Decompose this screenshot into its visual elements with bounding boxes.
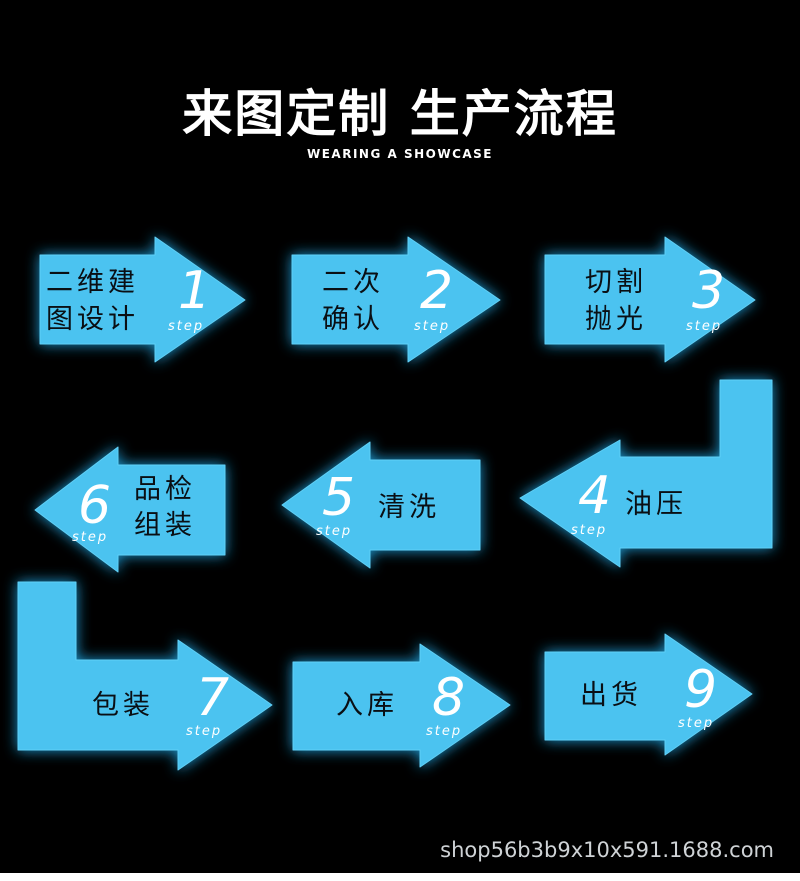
step-4-label-line1: 油压: [625, 489, 687, 520]
step-3-step-label: step: [686, 319, 723, 334]
bottom-border: [0, 873, 800, 881]
page-subtitle: WEARING A SHOWCASE: [306, 147, 494, 161]
step-9-number: 9: [684, 660, 718, 720]
step-8-step-label: step: [426, 724, 463, 739]
step-7-step-label: step: [186, 724, 223, 739]
step-6-label-line2: 组装: [134, 510, 196, 541]
step-5-label-line1: 清洗: [378, 492, 440, 523]
step-4-step-label: step: [571, 523, 608, 538]
step-4-number: 4: [578, 466, 612, 526]
step-8-number: 8: [432, 668, 466, 728]
step-6-number: 6: [78, 476, 112, 536]
watermark: shop56b3b9x10x591.1688.com: [440, 838, 774, 862]
arrow-step-1: [39, 236, 246, 363]
step-3-label-line1: 切割: [585, 267, 647, 298]
step-8-label-line1: 入库: [336, 690, 398, 721]
arrow-step-7: [17, 581, 273, 771]
step-3-label-line2: 抛光: [585, 304, 647, 335]
step-7-number: 7: [196, 668, 230, 728]
step-6-step-label: step: [72, 530, 109, 545]
arrow-step-6: [34, 446, 226, 573]
step-6-label-line1: 品检: [134, 474, 196, 505]
arrow-step-8: [292, 643, 511, 768]
step-2-step-label: step: [414, 319, 451, 334]
step-1-step-label: step: [168, 319, 205, 334]
step-2-number: 2: [420, 261, 454, 321]
arrow-step-4: [519, 379, 773, 568]
arrow-step-2: [291, 236, 501, 363]
arrow-step-5: [281, 441, 481, 569]
step-1-number: 1: [178, 261, 212, 321]
step-1-label-line1: 二维建: [46, 267, 139, 298]
arrow-step-9: [544, 633, 753, 756]
step-9-step-label: step: [678, 716, 715, 731]
step-2-label-line1: 二次: [322, 267, 384, 298]
step-9-label-line1: 出货: [580, 680, 642, 711]
step-7-label-line1: 包装: [92, 690, 154, 721]
step-3-number: 3: [692, 261, 726, 321]
step-2-label-line2: 确认: [322, 304, 384, 335]
step-5-number: 5: [322, 468, 356, 528]
step-1-label-line2: 图设计: [46, 304, 139, 335]
page-title: 来图定制 生产流程: [182, 85, 618, 143]
step-5-step-label: step: [316, 524, 353, 539]
arrow-step-3: [544, 236, 756, 363]
